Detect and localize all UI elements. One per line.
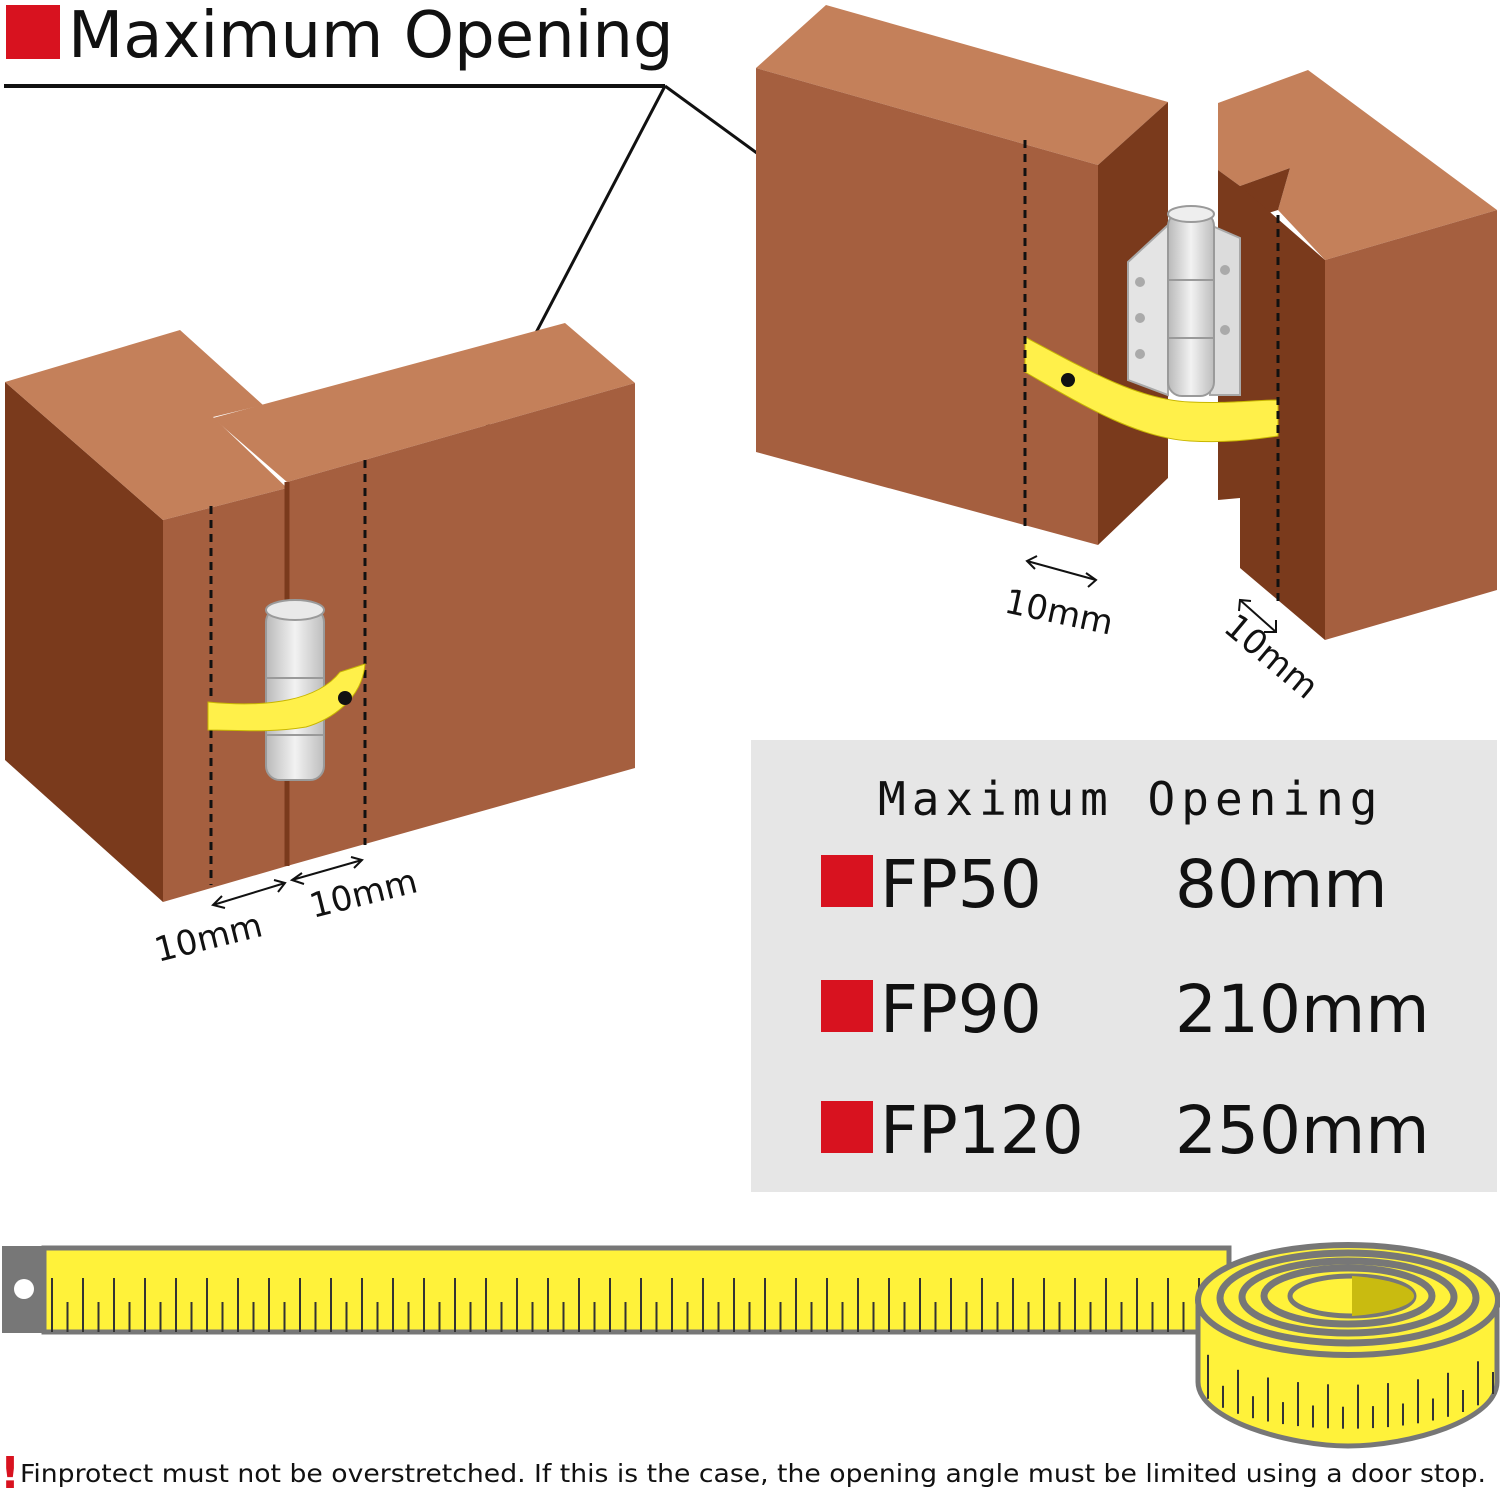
dimension-label-door: 10mm (1001, 582, 1116, 644)
model-label-fp120: FP120 (880, 1092, 1084, 1169)
value-label-fp120: 250mm (1175, 1092, 1430, 1169)
frame-front-face (163, 488, 287, 902)
door-front-face (287, 383, 635, 866)
model-label-fp90: FP90 (880, 971, 1042, 1048)
tape-ticks (51, 1278, 1216, 1332)
opening-table: Maximum Opening FP50 80mm FP90 210mm FP1… (751, 740, 1497, 1192)
header: Maximum Opening (4, 0, 1069, 699)
leader-dot-right (1061, 373, 1075, 387)
header-red-square (6, 5, 60, 59)
tape-coil (1195, 1242, 1500, 1449)
hinge-pin (265, 599, 325, 781)
tape-end-hole (14, 1279, 34, 1299)
dimension-arrow-frame (1238, 598, 1277, 633)
tape-strip (41, 1245, 1232, 1335)
frame-top-face-open (1218, 70, 1497, 260)
frame-top-face (5, 330, 287, 520)
row-marker-fp90 (821, 980, 873, 1032)
finprotect-ribbon-closed (207, 663, 366, 732)
frame-side-face (5, 382, 163, 902)
table-background (751, 740, 1497, 1192)
value-label-fp50: 80mm (1175, 846, 1388, 923)
table-heading: Maximum Opening (878, 772, 1383, 826)
door-top-face-open (756, 5, 1168, 165)
coil-ticks (1207, 1354, 1494, 1429)
frame-front-face-open (1325, 210, 1497, 640)
warning-icon: ! (0, 1448, 20, 1499)
open-door-illustration: 10mm 10mm (756, 5, 1497, 707)
dimension-label-left: 10mm (151, 905, 267, 970)
hinge-open (1127, 205, 1241, 397)
leader-dot-left (338, 691, 352, 705)
frame-side-face-open (1240, 186, 1325, 640)
door-front-face-open (756, 68, 1098, 545)
row-marker-fp120 (821, 1101, 873, 1153)
finprotect-ribbon-open (1024, 336, 1279, 443)
door-top-face (213, 323, 635, 482)
value-label-fp90: 210mm (1175, 971, 1430, 1048)
page-title: Maximum Opening (68, 0, 674, 73)
dimension-arrow-left (211, 879, 287, 909)
warning-note: ! Finprotect must not be overstretched. … (0, 1448, 1486, 1499)
dimension-arrow-right (289, 856, 364, 885)
measuring-tape (2, 1242, 1500, 1449)
closed-door-illustration: 10mm 10mm (5, 323, 635, 971)
warning-text: Finprotect must not be overstretched. If… (20, 1459, 1486, 1488)
row-marker-fp50 (821, 855, 873, 907)
model-label-fp50: FP50 (880, 846, 1042, 923)
dimension-arrow-door (1025, 555, 1098, 588)
